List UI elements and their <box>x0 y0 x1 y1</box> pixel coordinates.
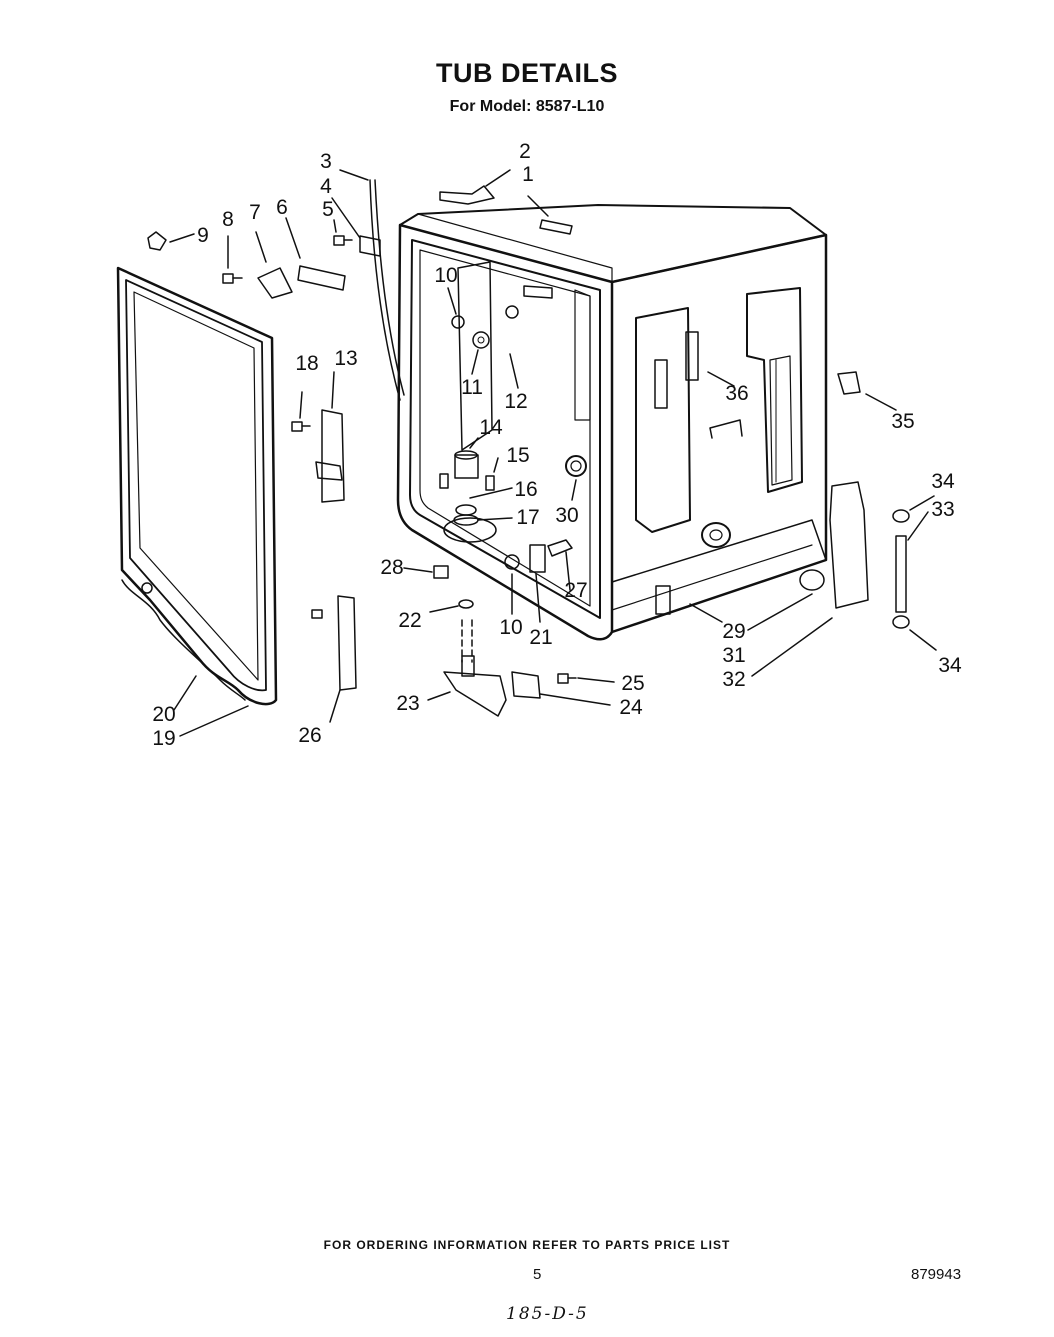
callout-30: 30 <box>555 504 578 527</box>
callout-3: 3 <box>320 150 332 173</box>
callout-18: 18 <box>295 352 318 375</box>
callout-26: 26 <box>298 724 321 747</box>
document-number: 879943 <box>911 1266 962 1283</box>
callout-36: 36 <box>725 382 748 405</box>
callout-28: 28 <box>380 556 403 579</box>
callout-4: 4 <box>320 175 332 198</box>
callout-13: 13 <box>334 347 357 370</box>
callout-2: 2 <box>519 140 531 163</box>
callout-27: 27 <box>564 579 587 602</box>
page-number: 5 <box>533 1266 542 1283</box>
hardware-parts <box>147 185 910 717</box>
ordering-note: FOR ORDERING INFORMATION REFER TO PARTS … <box>323 1238 731 1252</box>
callout-19: 19 <box>152 727 175 750</box>
callout-34-upper: 34 <box>931 470 955 493</box>
callout-5: 5 <box>322 198 334 221</box>
model-subtitle: For Model: 8587-L10 <box>449 98 605 115</box>
door-gasket <box>116 266 278 706</box>
callout-29: 29 <box>722 620 745 643</box>
callout-31: 31 <box>722 644 745 667</box>
callout-20: 20 <box>152 703 175 726</box>
callout-22: 22 <box>398 609 421 632</box>
callout-14: 14 <box>479 416 503 439</box>
callout-7: 7 <box>249 201 261 224</box>
leader-lines <box>169 169 937 737</box>
callout-8: 8 <box>222 208 234 231</box>
callout-12: 12 <box>504 390 527 413</box>
callout-16: 16 <box>514 478 537 501</box>
callout-35: 35 <box>891 410 914 433</box>
page-title: TUB DETAILS <box>436 58 618 88</box>
callout-11: 11 <box>461 376 483 399</box>
callout-33: 33 <box>931 498 954 521</box>
callout-10-lower: 10 <box>499 616 522 639</box>
callout-6: 6 <box>276 196 288 219</box>
callout-23: 23 <box>396 692 419 715</box>
callout-10-upper: 10 <box>434 264 457 287</box>
callout-17: 17 <box>516 506 539 529</box>
handwritten-note: 185-D-5 <box>506 1304 589 1324</box>
callout-labels: 2 1 3 4 5 6 7 8 9 10 11 12 13 18 14 15 1… <box>152 140 962 750</box>
tub-body <box>369 179 828 641</box>
callout-15: 15 <box>506 444 529 467</box>
callout-24: 24 <box>619 696 643 719</box>
callout-1: 1 <box>522 163 534 186</box>
callout-21: 21 <box>529 626 552 649</box>
callout-9: 9 <box>197 224 209 247</box>
callout-34-lower: 34 <box>938 654 962 677</box>
callout-32: 32 <box>722 668 745 691</box>
callout-25: 25 <box>621 672 644 695</box>
